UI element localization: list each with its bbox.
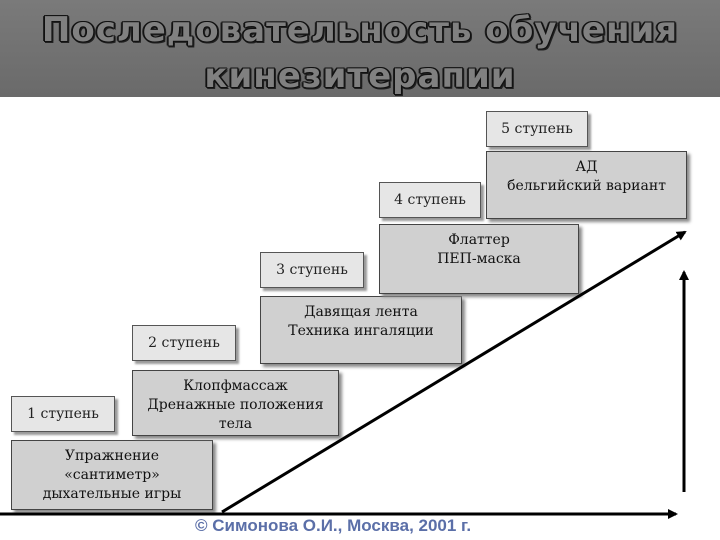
step-5-label: 5 ступень: [486, 111, 588, 147]
page-title-line-2: кинезитерапии: [204, 56, 516, 96]
step-5-desc-line-2: бельгийский вариант: [507, 178, 666, 194]
step-2-label-text: 2 ступень: [148, 335, 220, 351]
step-1-label: 1 ступень: [11, 396, 115, 432]
step-5-label-text: 5 ступень: [501, 121, 573, 137]
copyright-text: © Симонова О.И., Москва, 2001 г.: [195, 516, 472, 535]
step-3-description: Давящая лента Техника ингаляции: [260, 296, 462, 364]
step-4-desc-line-2: ПЕП-маска: [437, 251, 521, 267]
step-4-desc-line-1: Флаттер: [448, 232, 510, 248]
diagonal-arrow: [221, 230, 687, 514]
step-2-desc-line-2: Дренажные положения: [147, 397, 324, 413]
step-4-label-text: 4 ступень: [394, 192, 466, 208]
step-2-desc-line-1: Клопфмассаж: [183, 378, 288, 394]
step-3-label-text: 3 ступень: [276, 262, 348, 278]
step-1-desc-line-3: дыхательные игры: [42, 486, 182, 502]
title-banner: Последовательность обучения кинезитерапи…: [0, 0, 720, 97]
step-3-desc-line-2: Техника ингаляции: [288, 323, 434, 339]
step-1-label-text: 1 ступень: [27, 406, 99, 422]
step-1-desc-line-2: «сантиметр»: [64, 467, 160, 483]
step-2-description: Клопфмассаж Дренажные положения тела: [132, 370, 339, 436]
step-1-description: Упражнение «сантиметр» дыхательные игры: [11, 440, 213, 510]
step-5-description: АД бельгийский вариант: [486, 151, 687, 219]
step-4-description: Флаттер ПЕП-маска: [379, 224, 579, 294]
step-2-desc-line-3: тела: [218, 416, 253, 432]
step-3-label: 3 ступень: [260, 252, 364, 288]
step-2-label: 2 ступень: [132, 325, 236, 361]
step-3-desc-line-1: Давящая лента: [304, 304, 418, 320]
step-5-desc-line-1: АД: [575, 159, 598, 175]
page-title-line-1: Последовательность обучения: [41, 10, 679, 50]
step-1-desc-line-1: Упражнение: [64, 448, 160, 464]
step-4-label: 4 ступень: [379, 182, 481, 218]
